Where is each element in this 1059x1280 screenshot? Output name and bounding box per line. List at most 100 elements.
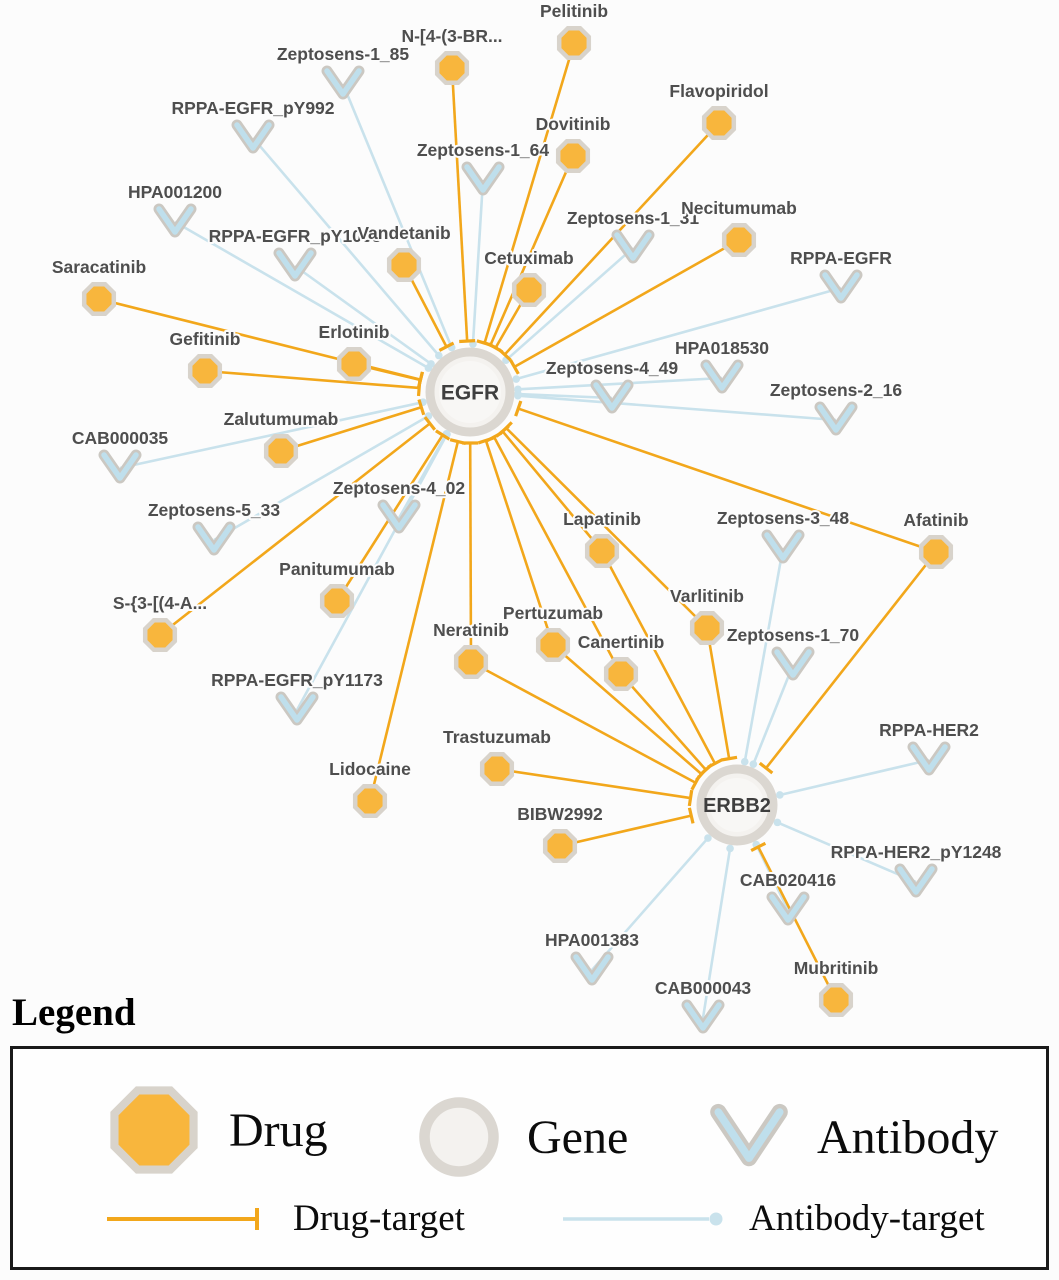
drug-label-pelitinib: Pelitinib [540,1,608,21]
drug-label-canertinib: Canertinib [578,632,665,652]
drug-octagon-icon [110,1086,198,1174]
antibody-node-py992 [231,119,275,154]
antibody-label-z4_02: Zeptosens-4_02 [333,478,466,498]
drug-node-erlotinib [336,346,372,382]
antibody-chevron-icon [817,404,855,433]
antibody-node-z1_85 [321,65,365,100]
drug-target-tee [698,763,713,777]
edge-drug-target [468,442,473,663]
legend-antibody-target-label: Antibody-target [749,1198,985,1239]
edge-drug-target [552,644,703,776]
edge-antibody-target [779,758,930,797]
drug-label-vandetanib: Vandetanib [357,223,450,243]
drug-node-neratinib [453,644,489,680]
edge-drug-target [501,430,604,552]
edge-drug-target [705,627,731,759]
antibody-target-dot [435,351,443,360]
drug-label-mubritinib: Mubritinib [794,958,879,978]
drug-octagon-icon [263,433,299,469]
drug-target-tee [690,774,701,791]
drug-octagon-icon [434,50,470,86]
drug-octagon-icon [336,346,372,382]
antibody-target-dot [749,760,758,768]
antibody-node-py1068 [273,247,317,282]
edge-drug-target [470,660,697,784]
antibody-chevron-icon [101,452,139,481]
edge-drug-target [513,238,740,369]
drug-octagon-icon [386,247,422,283]
antibody-target-dot [776,791,784,799]
antibody-chevron-icon [703,362,741,391]
gene-node-EGFR: EGFR [425,347,515,437]
edge-drug-target [765,551,938,769]
edge-antibody-target [743,547,785,762]
antibody-target-dot [512,375,521,383]
edge-drug-target [450,67,469,342]
gene-circle-inner [439,361,501,423]
antibody-chevron-icon [276,250,314,279]
edge-antibody-target [517,392,613,400]
gene-node-ERBB2: ERBB2 [696,764,778,846]
antibody-node-py1173 [275,691,319,726]
drug-octagon-icon [584,533,620,569]
antibody-target-line-icon [563,1212,723,1225]
edge-drug-target [489,155,575,346]
edge-antibody-target [174,220,430,370]
drug-target-tee [438,341,455,352]
antibody-chevron-icon [897,866,935,895]
edge-drug-target [496,767,691,800]
legend-drug-target-label: Drug-target [293,1198,465,1239]
drug-octagon-icon [535,627,571,663]
drug-target-tee [487,342,504,354]
antibody-label-z1_85: Zeptosens-1_85 [277,44,410,64]
drug-node-panitumumab [319,583,355,619]
legend-item-drug-target: Drug-target [105,1197,465,1240]
antibody-chevron-icon [573,954,611,983]
edge-drug-target [517,407,937,554]
drug-octagon-icon [187,353,223,389]
drug-label-trastuzumab: Trastuzumab [443,727,551,747]
legend-gene-label: Gene [527,1110,629,1164]
edge-drug-target [620,673,707,771]
drug-target-tee [750,841,767,852]
antibody-chevron-icon [380,502,418,531]
drug-target-tee [758,761,774,775]
drug-node-vandetanib [386,247,422,283]
drug-octagon-icon [81,281,117,317]
legend-item-drug: Drug [101,1077,328,1183]
drug-label-saracatinib: Saracatinib [52,257,146,277]
edge-antibody-target [213,414,430,542]
antibody-node-py1248 [894,863,938,898]
antibody-target-dot [514,391,522,400]
antibody-label-rppa_her2: RPPA-HER2 [879,720,979,740]
drug-node-varlitinib [689,610,725,646]
antibody-label-z1_70: Zeptosens-1_70 [727,625,860,645]
antibody-chevron-icon [278,694,316,723]
drug-label-neratinib: Neratinib [433,620,509,640]
antibody-label-py1068: RPPA-EGFR_pY1068 [209,226,382,246]
edge-drug-target [484,440,555,646]
drug-target-tee [486,431,502,443]
edge-drug-target [505,427,708,629]
antibody-label-z5_33: Zeptosens-5_33 [148,500,281,520]
label-layer: Zeptosens-1_85RPPA-EGFR_pY992HPA001200RP… [50,0,1004,1000]
drug-octagon-icon [319,583,355,619]
antibody-chevron-icon [614,232,652,261]
antibody-node-z1_31 [611,229,655,264]
drug-label-nbr: N-[4-(3-BR... [401,26,502,46]
edge-antibody-target [119,400,424,470]
drug-node-canertinib [603,656,639,692]
legend-antibody-label: Antibody [817,1110,999,1164]
antibody-chevron-icon [910,744,948,773]
antibody-chevron-icon [684,1002,722,1031]
drug-label-erlotinib: Erlotinib [319,322,390,342]
legend-item-antibody-target: Antibody-target [561,1197,985,1240]
drug-layer [81,25,954,1018]
edge-antibody-target [517,376,723,391]
edge-drug-target [368,441,460,802]
antibody-target-dot [740,757,749,766]
drug-target-tee [514,400,523,417]
drug-label-afatinib: Afatinib [903,510,968,530]
drug-node-cetuximab [511,272,547,308]
